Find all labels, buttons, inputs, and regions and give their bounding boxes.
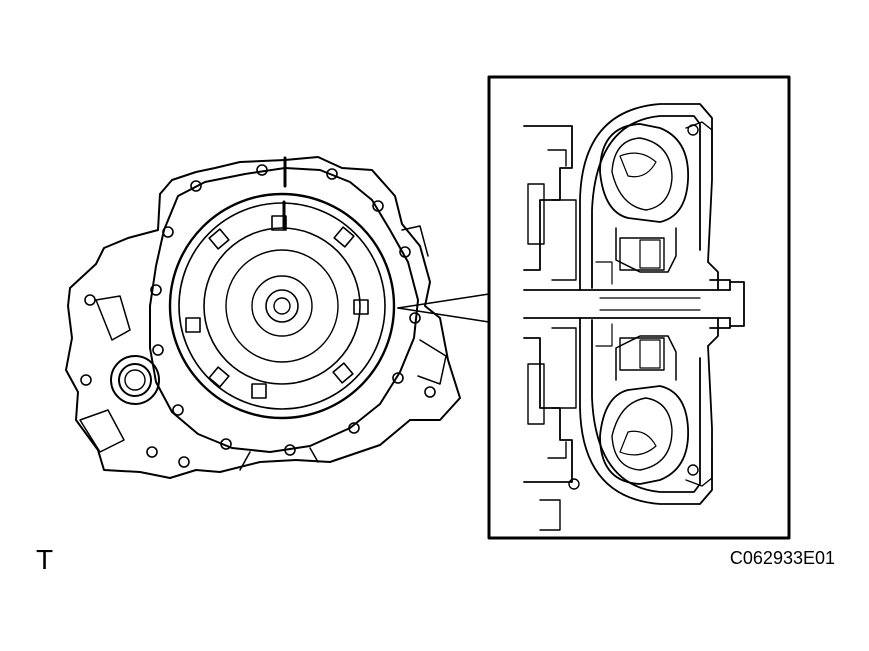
corner-mark-label: T	[36, 544, 54, 575]
transaxle-housing	[65, 156, 461, 479]
torque-converter-section	[523, 103, 745, 531]
callout-leader	[397, 293, 490, 323]
section-view-frame	[487, 75, 791, 540]
figure-id-label: C062933E01	[729, 548, 835, 568]
